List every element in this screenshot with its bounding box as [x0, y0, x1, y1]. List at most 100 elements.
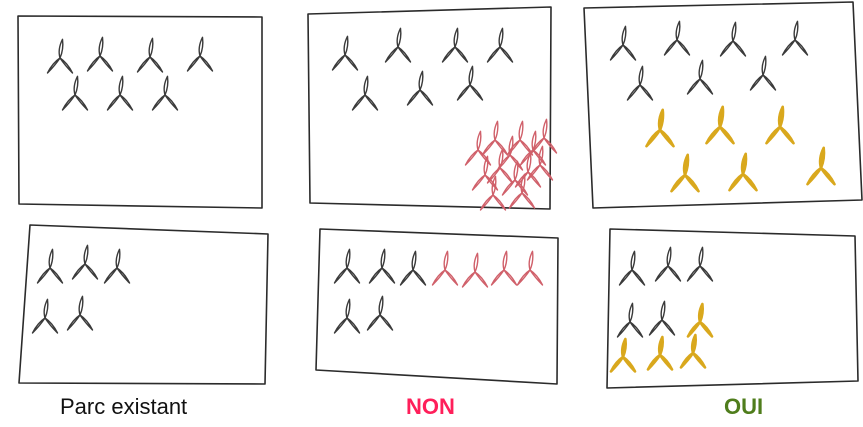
- turbine-blade: [60, 58, 73, 73]
- turbine-blade: [628, 85, 641, 100]
- wind-turbine-icon: [463, 253, 488, 287]
- turbine-blade: [419, 71, 423, 90]
- turbine-blade: [492, 270, 505, 285]
- wind-turbine-icon: [408, 71, 433, 105]
- wind-turbine-icon: [68, 296, 93, 330]
- turbine-blade: [510, 193, 523, 208]
- turbine-blade: [640, 85, 653, 100]
- turbine-blade: [700, 79, 713, 94]
- turbine-blade: [503, 251, 507, 270]
- wind-turbine-icon: [481, 176, 506, 210]
- turbine-blade: [631, 251, 635, 270]
- turbine-blade: [522, 193, 535, 208]
- wind-turbine-icon: [510, 174, 535, 208]
- turbine-blade: [795, 40, 808, 55]
- turbine-blade: [767, 127, 781, 143]
- turbine-blade: [445, 270, 458, 285]
- turbine-blade: [530, 270, 543, 285]
- turbine-blade: [688, 266, 701, 281]
- turbine-blade: [632, 270, 645, 285]
- turbine-blade: [751, 75, 764, 90]
- turbine-blade: [120, 95, 133, 110]
- turbine-blade: [665, 40, 678, 55]
- turbine-blade: [455, 47, 468, 62]
- turbine-blade: [639, 66, 643, 85]
- turbine-blade: [165, 95, 178, 110]
- turbine-blade: [684, 155, 688, 175]
- turbine-blade: [721, 41, 734, 56]
- turbine-blade: [623, 357, 635, 371]
- wind-turbine-icon: [443, 28, 468, 62]
- caption-existing-farm: Parc existant: [60, 394, 187, 420]
- wind-turbine-icon: [63, 76, 88, 110]
- turbine-blade: [543, 119, 547, 138]
- turbine-blade: [105, 268, 118, 283]
- wind-turbine-icon: [808, 148, 835, 184]
- turbine-blade: [469, 66, 473, 85]
- turbine-blade: [68, 315, 81, 330]
- turbine-blade: [335, 268, 348, 283]
- turbine-blade: [49, 249, 53, 268]
- wind-turbine-icon: [188, 37, 213, 71]
- turbine-blade: [153, 95, 166, 110]
- panel-frame-no-bottom: [316, 229, 558, 384]
- turbine-blade: [699, 304, 703, 322]
- turbine-blade: [365, 95, 378, 110]
- wind-turbine-icon: [492, 251, 517, 285]
- wind-turbine-icon: [73, 245, 98, 279]
- turbine-blade: [672, 175, 686, 191]
- turbine-blade: [519, 121, 523, 140]
- turbine-blade: [742, 154, 746, 174]
- wind-turbine-icon: [648, 337, 672, 369]
- turbine-blade: [88, 56, 101, 71]
- wind-turbine-icon: [433, 251, 458, 285]
- wind-turbine-icon: [33, 299, 58, 333]
- wind-turbine-icon: [628, 66, 653, 100]
- turbine-blade: [353, 95, 366, 110]
- caption-no: NON: [406, 394, 455, 420]
- turbine-blade: [413, 270, 426, 285]
- turbine-blade: [662, 320, 675, 335]
- turbine-blade: [164, 76, 168, 95]
- turbine-blade: [688, 322, 700, 336]
- turbine-blade: [762, 56, 766, 75]
- turbine-blade: [368, 315, 381, 330]
- turbine-blade: [783, 40, 796, 55]
- turbine-blade: [488, 47, 501, 62]
- wind-turbine-icon: [767, 107, 794, 143]
- wind-turbine-icon: [650, 301, 675, 335]
- turbine-blade: [532, 138, 545, 153]
- turbine-blade: [623, 45, 636, 60]
- turbine-blade: [379, 296, 383, 315]
- wind-turbine-icon: [647, 110, 674, 146]
- turbine-blade: [500, 47, 513, 62]
- wind-turbine-icon: [368, 296, 393, 330]
- turbine-blade: [443, 47, 456, 62]
- turbine-blade: [119, 76, 123, 95]
- wind-turbine-icon: [672, 155, 699, 191]
- turbine-blade: [720, 127, 734, 143]
- turbine-blade: [108, 95, 121, 110]
- wind-turbine-icon: [665, 21, 690, 55]
- turbine-blade: [199, 37, 203, 56]
- turbine-blade: [48, 58, 61, 73]
- turbine-blade: [79, 296, 83, 315]
- turbine-blade: [473, 175, 486, 190]
- turbine-blade: [660, 130, 674, 146]
- turbine-blade: [707, 127, 721, 143]
- wind-turbine-icon: [386, 28, 411, 62]
- wind-turbine-icon: [38, 249, 63, 283]
- wind-turbine-icon: [153, 76, 178, 110]
- wind-turbine-icon: [353, 76, 378, 110]
- wind-turbine-icon: [108, 76, 133, 110]
- turbine-blade: [347, 268, 360, 283]
- turbine-blade: [503, 180, 516, 195]
- turbine-blade: [693, 353, 705, 367]
- turbine-blade: [656, 266, 669, 281]
- turbine-blade: [668, 266, 681, 281]
- turbine-blade: [84, 245, 88, 264]
- wind-turbine-icon: [335, 249, 360, 283]
- wind-turbine-icon: [611, 26, 636, 60]
- turbine-blade: [659, 110, 663, 130]
